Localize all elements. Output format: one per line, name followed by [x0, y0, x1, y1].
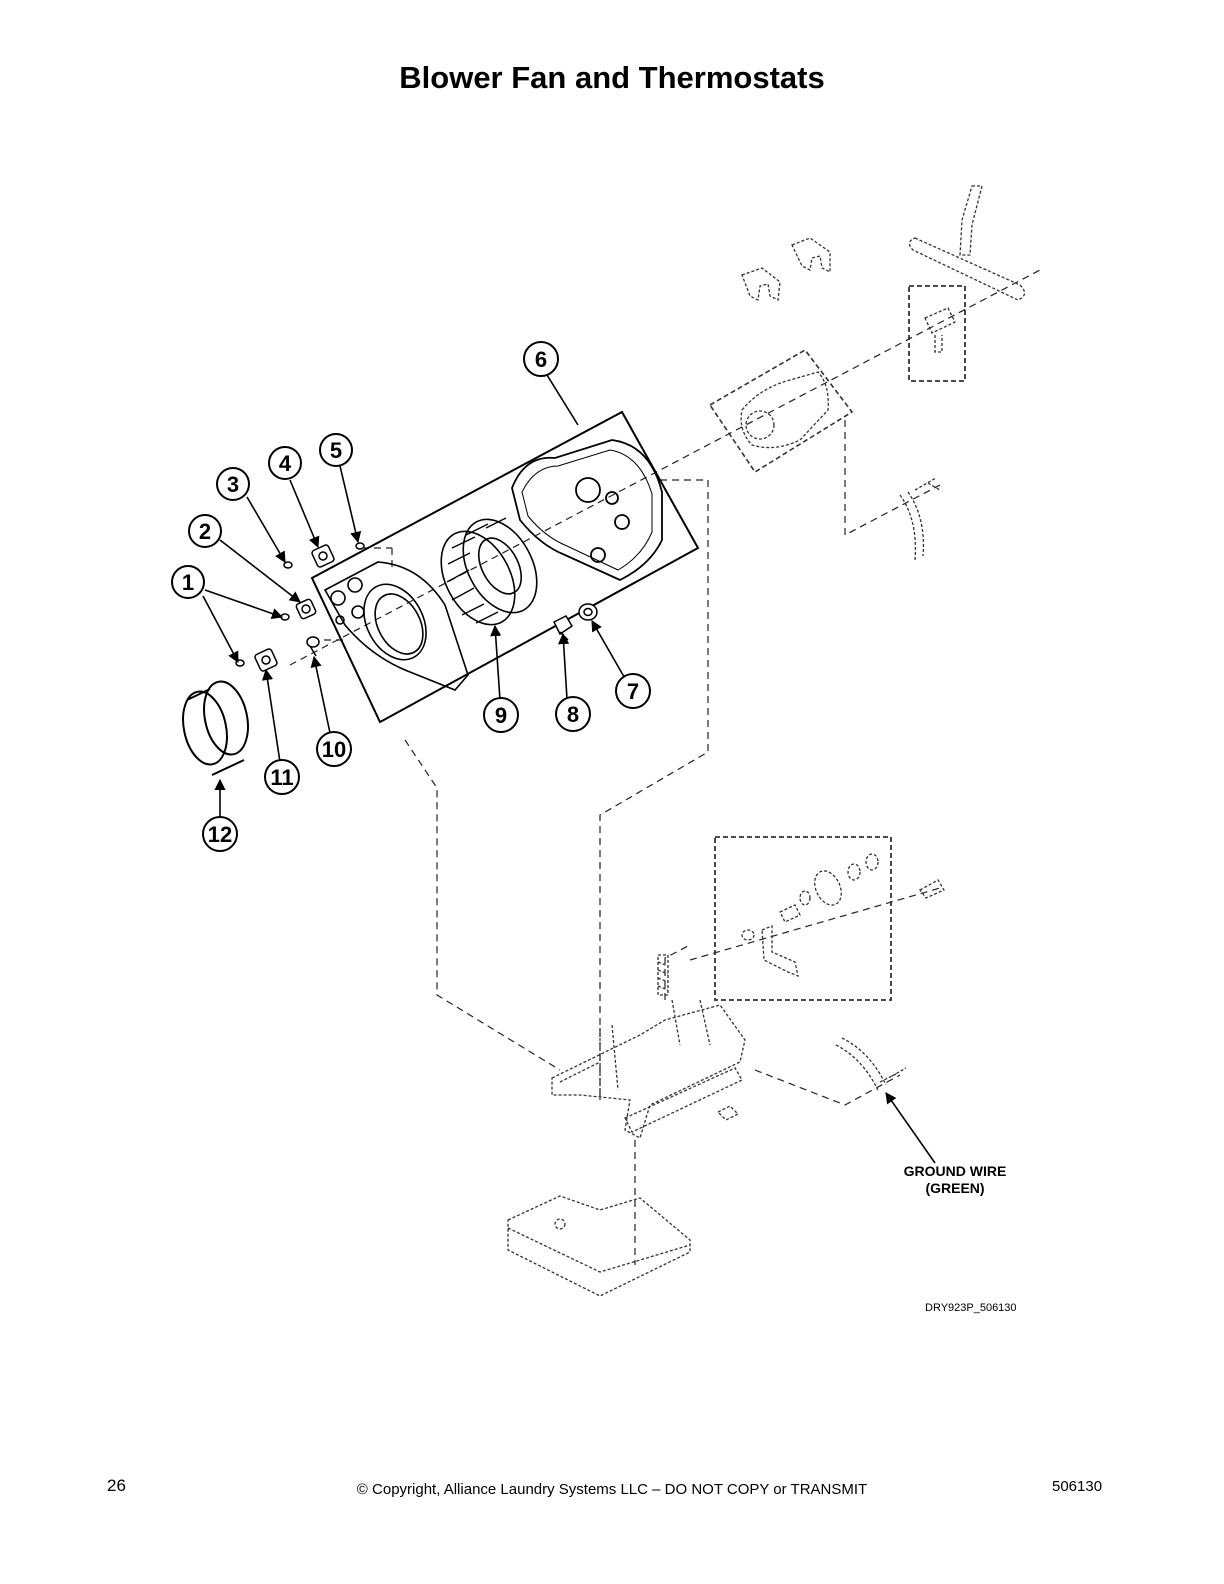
- callout-4: 4: [268, 446, 302, 480]
- svg-text:8: 8: [567, 702, 579, 727]
- callout-8: 8: [555, 696, 591, 732]
- document-number: 506130: [1052, 1478, 1103, 1495]
- leader-2: [219, 539, 301, 603]
- ground-wire-color: (GREEN): [925, 1180, 985, 1196]
- blower-fan-wheel: [440, 517, 538, 626]
- part-7-washer: [578, 603, 598, 621]
- page-title: Blower Fan and Thermostats: [399, 60, 825, 95]
- callout-6: 6: [523, 341, 559, 377]
- svg-text:4: 4: [279, 451, 292, 476]
- svg-text:5: 5: [330, 438, 342, 463]
- thermostat-4: [311, 544, 335, 568]
- ghost-parts-top: [708, 185, 1026, 561]
- page-number: 26: [107, 1476, 126, 1495]
- ghost-belt-upright: [959, 185, 983, 256]
- callout-10: 10: [316, 731, 352, 767]
- callout-12: 12: [202, 816, 238, 852]
- ghost-idler-box: [714, 836, 892, 1001]
- part-12-ring: [182, 680, 249, 776]
- blower-housing-group: [310, 410, 700, 724]
- ghost-nut: [716, 1105, 740, 1121]
- group-frame-6: [310, 410, 700, 724]
- leader-7: [591, 620, 628, 683]
- svg-text:12: 12: [208, 822, 232, 847]
- callout-leaders: [202, 374, 936, 1164]
- ghost-bolt-right: [919, 879, 945, 899]
- svg-text:2: 2: [199, 519, 211, 544]
- leader-1a: [202, 595, 239, 663]
- ghost-floor-hole: [554, 1218, 566, 1230]
- ground-wire-note: GROUND WIRE (GREEN): [880, 1163, 1030, 1197]
- callout-1: 1: [171, 565, 205, 599]
- ghost-washer-b: [865, 853, 879, 871]
- leader-1b: [204, 589, 284, 619]
- copyright-notice: © Copyright, Alliance Laundry Systems LL…: [356, 1481, 868, 1498]
- screw-1b: [280, 613, 290, 621]
- drawing-code: DRY923P_506130: [925, 1302, 1017, 1314]
- svg-text:3: 3: [227, 472, 239, 497]
- ghost-washer-a: [847, 863, 861, 881]
- svg-text:10: 10: [322, 737, 346, 762]
- blower-back-plate: [323, 561, 469, 691]
- ghost-coupling-box: [908, 285, 966, 382]
- assembly-guide-lines: [289, 269, 1041, 1265]
- small-parts: [235, 542, 598, 672]
- leader-9: [490, 624, 502, 701]
- leader-6: [546, 374, 579, 426]
- leader-11: [261, 668, 281, 763]
- ghost-parts-bottom: [507, 836, 945, 1297]
- callout-9: 9: [483, 697, 519, 733]
- ghost-motor-frame: [708, 348, 854, 474]
- thermostat-2: [295, 598, 317, 620]
- blower-housing: [511, 439, 663, 581]
- part-10-screw: [306, 636, 320, 657]
- thermostat-11: [254, 648, 278, 672]
- leader-8: [558, 632, 570, 700]
- ghost-bracket-2: [791, 237, 831, 274]
- svg-text:1: 1: [182, 570, 194, 595]
- callouts: 1 2 3 4 5 6 7 8: [171, 341, 651, 852]
- ghost-base-rails: [624, 1067, 743, 1133]
- callout-3: 3: [216, 467, 250, 501]
- leader-10: [310, 655, 331, 734]
- svg-text:11: 11: [270, 765, 293, 790]
- leader-3: [246, 496, 286, 563]
- ghost-spring: [657, 954, 669, 996]
- ghost-bracket-1: [741, 267, 781, 301]
- ghost-coupling: [924, 307, 956, 353]
- ghost-floor-plate: [507, 1195, 691, 1297]
- svg-text:9: 9: [495, 703, 507, 728]
- ghost-idler-arm: [761, 925, 799, 978]
- ghost-motor-pulley: [745, 410, 775, 440]
- svg-text:7: 7: [627, 679, 639, 704]
- ghost-wire-top: [899, 477, 941, 561]
- ghost-washer-c: [799, 890, 811, 906]
- ghost-bolt: [779, 904, 801, 923]
- ghost-belt-arm: [908, 237, 1026, 301]
- callout-11: 11: [264, 759, 300, 795]
- leader-ground-wire: [885, 1092, 936, 1164]
- svg-text:6: 6: [535, 347, 547, 372]
- screw-5: [355, 542, 365, 550]
- callout-2: 2: [188, 514, 222, 548]
- leader-4: [289, 479, 320, 549]
- ghost-washer-d: [741, 929, 755, 941]
- ghost-base-bracket: [551, 1004, 746, 1139]
- leader-5: [339, 465, 362, 544]
- ghost-base-slot: [559, 999, 711, 1100]
- callout-5: 5: [319, 433, 353, 467]
- screw-3: [283, 561, 293, 569]
- callout-7: 7: [615, 673, 651, 709]
- ground-wire-label: GROUND WIRE: [903, 1163, 1007, 1179]
- ghost-ground-wire: [835, 1037, 907, 1091]
- ghost-motor: [740, 371, 829, 449]
- ghost-pulley: [814, 870, 842, 906]
